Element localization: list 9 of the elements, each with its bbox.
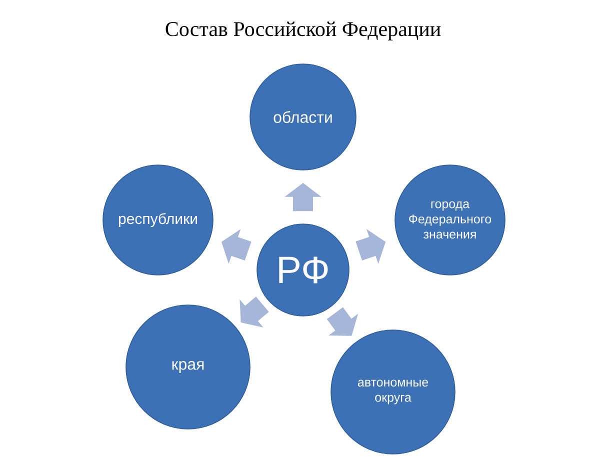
block-arrow: [326, 307, 358, 336]
title: Состав Российской Федерации: [166, 22, 441, 40]
circle-node: автономные округа: [330, 330, 456, 454]
circle-node: области: [250, 64, 356, 170]
block-arrow: [240, 296, 269, 328]
circle-node: республики: [102, 164, 214, 276]
circle-node: РФ: [256, 224, 350, 316]
circle-node: города Федерального значения: [394, 164, 506, 276]
circle-node: края: [126, 304, 250, 430]
